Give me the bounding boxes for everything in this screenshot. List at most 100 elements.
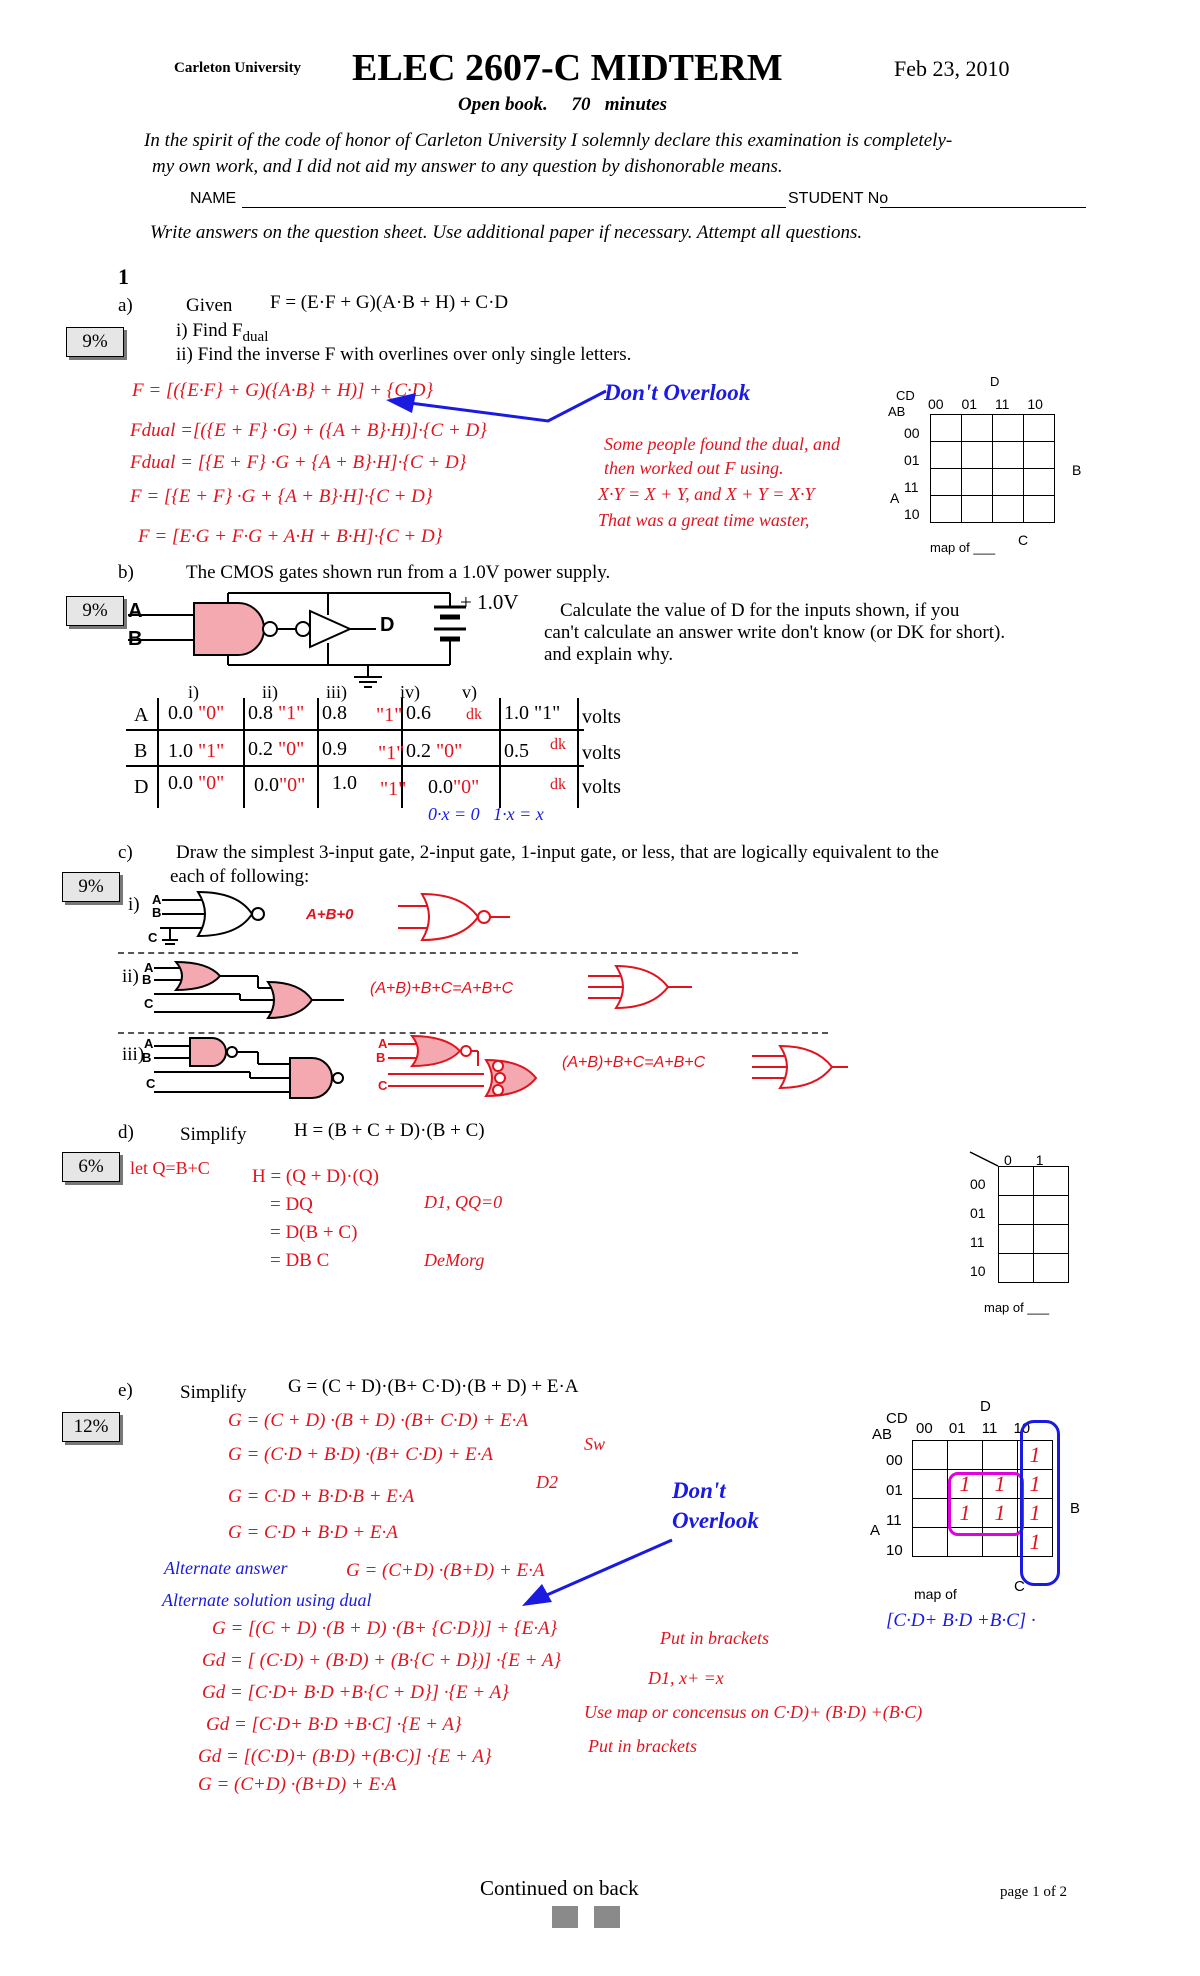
kmap-d-cols: 0 1 xyxy=(1004,1152,1044,1168)
cell-d-v-value: dk xyxy=(550,776,566,793)
prev-page-button[interactable] xyxy=(552,1906,578,1928)
svg-text:A: A xyxy=(152,892,162,907)
cmos-circuit-diagram xyxy=(128,592,466,688)
dont-overlook-e-2: Overlook xyxy=(672,1508,759,1533)
answer-a-line-3: Fdual = [{E + F} ·G + {A + B}·H]·{C + D} xyxy=(130,452,467,473)
dont-overlook-e-1: Don't xyxy=(672,1478,726,1503)
dual-step-3: Gd = [C·D+ B·D +B·{C + D}] ·{E + A} xyxy=(202,1682,509,1703)
row-b-unit: volts xyxy=(582,742,621,764)
identity-note: 0·x = 0 1·x = x xyxy=(428,804,544,824)
kmap-d-corner-line xyxy=(969,1151,999,1167)
part-a-weight: 9% xyxy=(66,327,124,357)
kmap-e-cd: CD xyxy=(886,1410,908,1427)
answer-a-line-5: F = [E·G + F·G + A·H + B·H]·{C + D} xyxy=(138,526,443,547)
kmap-e-expression: [C·D+ B·D +B·C] · xyxy=(886,1610,1036,1631)
note-e-brackets-1: Put in brackets xyxy=(660,1628,769,1648)
answer-c-iii-diagram: A B C xyxy=(376,1034,538,1098)
arrow-e-icon xyxy=(522,1538,673,1606)
gate-c-ii-diagram: A B C xyxy=(142,960,344,1020)
cell-d-iii-value: "1" xyxy=(380,778,407,800)
answer-e-3: G = C·D + B·D·B + E·A xyxy=(228,1486,415,1507)
part-c-ii-label: ii) xyxy=(122,966,139,987)
honor-line-2: my own work, and I did not aid my answer… xyxy=(152,156,783,177)
part-a-i: i) Find Fdual xyxy=(176,320,269,345)
dual-step-2: Gd = [ (C·D) + (B·D) + (B·{C + D})] ·{E … xyxy=(202,1650,562,1671)
col-iii: iii) xyxy=(326,682,347,702)
answer-c-ii-gate xyxy=(588,964,692,1010)
part-b-text: The CMOS gates shown run from a 1.0V pow… xyxy=(186,562,611,583)
note-e-d2: D2 xyxy=(536,1472,558,1492)
alt-answer: G = (C+D) ·(B+D) + E·A xyxy=(346,1560,545,1581)
name-field[interactable] xyxy=(242,207,786,208)
answer-d-2: = DQ xyxy=(270,1194,313,1215)
cell-a-iii: 0.8 xyxy=(322,702,347,724)
part-d-label: d) xyxy=(118,1122,134,1143)
kmap-a-mapof: map of ___ xyxy=(930,540,996,555)
part-e-weight: 12% xyxy=(62,1412,120,1442)
kmap-e-cols: 00 01 11 10 xyxy=(916,1420,1031,1437)
svg-text:B: B xyxy=(142,1050,151,1065)
kmap-e-c: C xyxy=(1014,1578,1025,1595)
col-i: i) xyxy=(188,682,199,702)
part-a-ii: ii) Find the inverse F with overlines ov… xyxy=(176,344,632,365)
kmap-e-a: A xyxy=(870,1522,881,1539)
exam-title: ELEC 2607-C MIDTERM xyxy=(352,47,783,89)
note-a-3: X·Y = X + Y, and X + Y = X·Y xyxy=(598,484,815,504)
honor-line-1: In the spirit of the code of honor of Ca… xyxy=(144,130,953,151)
row-d-unit: volts xyxy=(582,776,621,798)
cell-a-iv-value: dk xyxy=(466,706,482,723)
cell-a-iv: 0.6 xyxy=(406,702,431,724)
row-b-label: B xyxy=(134,740,148,762)
university-name: Carleton University xyxy=(174,60,302,76)
part-e-formula: G = (C + D)·(B+ C·D)·(B + D) + E·A xyxy=(288,1376,579,1397)
part-a-label: a) xyxy=(118,295,133,316)
cell-b-v: 0.5 xyxy=(504,740,529,762)
answer-c-iii-gate xyxy=(752,1044,848,1090)
answer-a-line-4: F = [{E + F} ·G + {A + B}·H]·{C + D} xyxy=(130,486,433,507)
exam-date: Feb 23, 2010 xyxy=(894,56,1010,81)
note-e-sw: Sw xyxy=(584,1434,606,1454)
cell-b-i: 1.0 "1" xyxy=(168,740,225,762)
answer-e-4: G = C·D + B·D + E·A xyxy=(228,1522,398,1543)
kmap-a-cols: 00 01 11 10 xyxy=(928,396,1043,412)
alt-dual-label: Alternate solution using dual xyxy=(162,1590,372,1610)
cell-d-ii: 0.0"0" xyxy=(254,774,306,796)
row-d-label: D xyxy=(134,776,149,798)
cell-d-i: 0.0 "0" xyxy=(168,772,225,794)
question-number: 1 xyxy=(118,264,129,289)
kmap-a-a: A xyxy=(890,490,900,506)
calc-line-1: Calculate the value of D for the inputs … xyxy=(560,600,960,621)
svg-text:A: A xyxy=(378,1036,388,1051)
kmap-a-cd: CD xyxy=(896,388,915,403)
answer-e-1: G = (C + D) ·(B + D) ·(B+ C·D) + E·A xyxy=(228,1410,528,1431)
part-e-label: e) xyxy=(118,1380,133,1401)
svg-text:A: A xyxy=(144,1036,154,1051)
note-e-brackets-2: Put in brackets xyxy=(588,1736,697,1756)
kmap-e-group-magenta xyxy=(948,1472,1024,1536)
note-a-1: Some people found the dual, and xyxy=(604,434,840,454)
kmap-d-mapof: map of ___ xyxy=(984,1300,1050,1315)
col-v: v) xyxy=(462,682,477,702)
cell-a-ii: 0.8 "1" xyxy=(248,702,305,724)
page-number: page 1 of 2 xyxy=(1000,1884,1068,1900)
note-d-2: DeMorg xyxy=(424,1250,485,1270)
input-a-label: A xyxy=(128,600,143,622)
student-number-field[interactable] xyxy=(880,207,1086,208)
instructions: Write answers on the question sheet. Use… xyxy=(150,222,863,243)
part-c-text-2: each of following: xyxy=(170,866,310,887)
svg-text:B: B xyxy=(152,905,161,920)
name-label: NAME xyxy=(190,190,237,207)
kmap-a-grid xyxy=(930,414,1055,523)
dual-step-4: Gd = [C·D+ B·D +B·C] ·{E + A} xyxy=(206,1714,462,1735)
next-page-button[interactable] xyxy=(594,1906,620,1928)
kmap-d-rows: 00 01 11 10 xyxy=(970,1176,986,1279)
cell-a-i: 0.0 "0" xyxy=(168,702,225,724)
cell-b-iv: 0.2 "0" xyxy=(406,740,463,762)
row-a-unit: volts xyxy=(582,706,621,728)
answer-c-iii: (A+B)+B+C=A+B+C xyxy=(562,1054,706,1071)
cell-d-iv: 0.0"0" xyxy=(428,776,480,798)
svg-text:B: B xyxy=(376,1050,385,1065)
answer-d-4: = DB C xyxy=(270,1250,330,1271)
part-e-text: Simplify xyxy=(180,1382,247,1403)
